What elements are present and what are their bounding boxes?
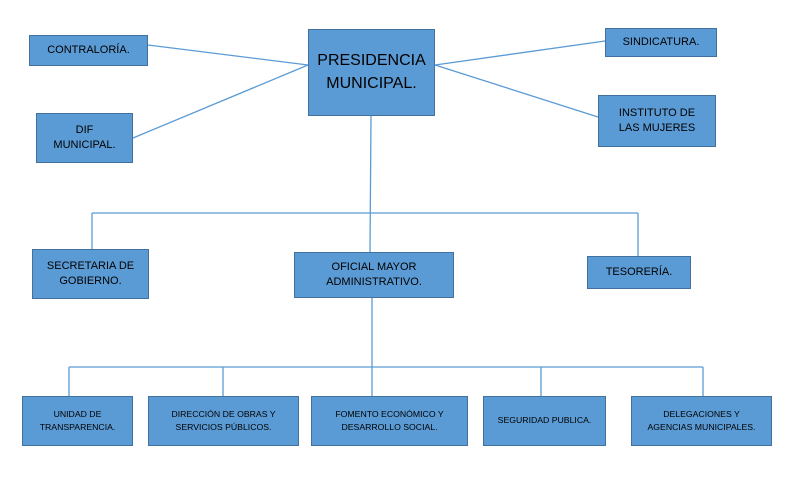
unidad-de-transparencia-label: UNIDAD DE TRANSPARENCIA.	[39, 408, 116, 432]
instituto-de-las-mujeres-box: INSTITUTO DE LAS MUJERES	[598, 95, 716, 147]
tesoreria-label: TESORERÍA.	[605, 266, 673, 279]
secretaria-de-gobierno-box: SECRETARIA DE GOBIERNO.	[32, 249, 149, 299]
seguridad-publica-box: SEGURIDAD PUBLICA.	[483, 396, 606, 446]
direccion-de-obras-box: DIRECCIÓN DE OBRAS Y SERVICIOS PÚBLICOS.	[148, 396, 299, 446]
seguridad-publica-label: SEGURIDAD PUBLICA.	[497, 415, 592, 426]
delegaciones-y-agencias-box: DELEGACIONES Y AGENCIAS MUNICIPALES.	[631, 396, 772, 446]
oficial-mayor-administrativo-label: OFICIAL MAYOR ADMINISTRATIVO.	[326, 261, 422, 288]
sindicatura-label: SINDICATURA.	[622, 36, 700, 49]
contraloria-label: CONTRALORÍA.	[47, 44, 130, 57]
tesoreria-box: TESORERÍA.	[587, 256, 691, 289]
fomento-economico-box: FOMENTO ECONÓMICO Y DESARROLLO SOCIAL.	[311, 396, 468, 446]
delegaciones-y-agencias-label: DELEGACIONES Y AGENCIAS MUNICIPALES.	[647, 408, 756, 432]
oficial-mayor-administrativo-box: OFICIAL MAYOR ADMINISTRATIVO.	[294, 252, 454, 298]
presidencia-municipal-label: PRESIDENCIA MUNICIPAL.	[317, 52, 426, 92]
instituto-de-las-mujeres-label: INSTITUTO DE LAS MUJERES	[618, 107, 696, 134]
contraloria-box: CONTRALORÍA.	[29, 35, 148, 66]
secretaria-de-gobierno-label: SECRETARIA DE GOBIERNO.	[46, 260, 135, 287]
unidad-de-transparencia-box: UNIDAD DE TRANSPARENCIA.	[22, 396, 133, 446]
fomento-economico-label: FOMENTO ECONÓMICO Y DESARROLLO SOCIAL.	[335, 408, 444, 432]
connector-dif	[132, 64, 309, 139]
direccion-de-obras-label: DIRECCIÓN DE OBRAS Y SERVICIOS PÚBLICOS.	[171, 408, 276, 432]
connector-instituto	[434, 64, 599, 118]
dif-municipal-box: DIF MUNICIPAL.	[36, 113, 133, 163]
connector-presidencia-trunk	[369, 115, 372, 253]
sindicatura-box: SINDICATURA.	[605, 28, 717, 57]
connector-sindicatura	[434, 40, 606, 66]
presidencia-municipal-box: PRESIDENCIA MUNICIPAL.	[308, 29, 435, 116]
dif-municipal-label: DIF MUNICIPAL.	[53, 124, 116, 151]
connector-contraloria	[147, 44, 309, 66]
